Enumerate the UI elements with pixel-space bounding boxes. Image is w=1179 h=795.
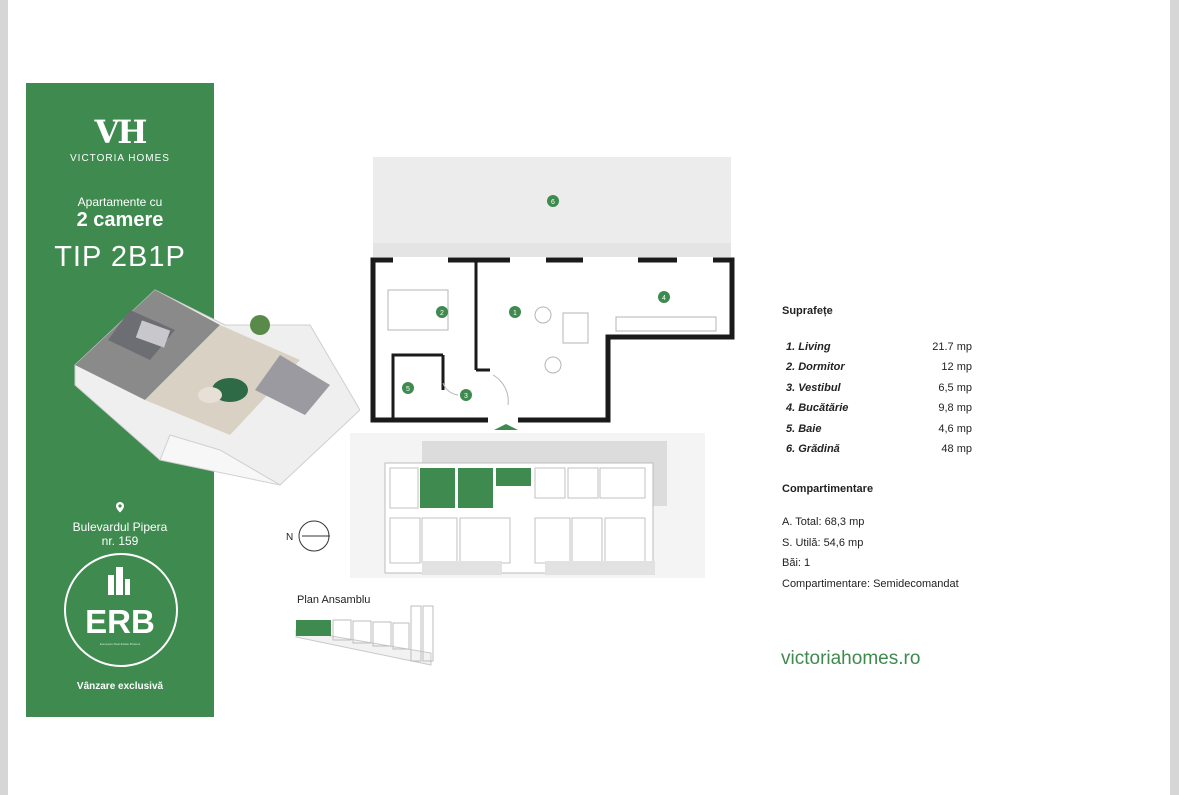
room-marker-5: 5 (406, 386, 410, 393)
room-row: 1. Living 21.7 mp (786, 341, 972, 355)
room-area: 6,5 mp (938, 382, 972, 394)
agency-tagline: European Real Estate Brokers (99, 642, 141, 646)
room-name: 3. Vestibul (786, 382, 841, 394)
room-name: 4. Bucătărie (786, 402, 849, 414)
room-marker-4: 4 (662, 295, 666, 302)
room-area: 9,8 mp (938, 402, 972, 414)
room-marker-3: 3 (464, 393, 468, 400)
layout-type: Compartimentare: Semidecomandat (782, 578, 959, 590)
address-line2: nr. 159 (101, 534, 139, 548)
compass-label: N (286, 532, 293, 543)
site-plan (350, 433, 705, 578)
room-name: 1. Living (786, 341, 831, 353)
room-area: 4,6 mp (938, 423, 972, 435)
bathrooms-count: Băi: 1 (782, 557, 811, 569)
room-name: 5. Baie (786, 423, 822, 435)
usable-area: S. Utilă: 54,6 mp (782, 537, 864, 549)
surfaces-heading: Suprafețe (782, 305, 833, 317)
room-area: 21.7 mp (932, 341, 972, 353)
room-area: 12 mp (941, 361, 972, 373)
room-marker-1: 1 (513, 310, 517, 317)
location-pin-icon (116, 502, 124, 513)
agency-logo-text: ERB (85, 603, 155, 640)
compartment-heading: Compartimentare (782, 483, 874, 495)
north-compass-icon: N (286, 520, 330, 552)
ensemble-plan-label: Plan Ansamblu (297, 594, 371, 606)
room-area: 48 mp (941, 443, 972, 455)
title-line2: 2 camere (76, 209, 164, 231)
room-marker-6: 6 (551, 199, 555, 206)
title-line1: Apartamente cu (77, 195, 163, 209)
address-line1: Bulevardul Pipera (72, 520, 168, 534)
room-row: 3. Vestibul 6,5 mp (786, 382, 972, 396)
ensemble-plan (295, 605, 434, 666)
apartment-type: TIP 2B1P (54, 241, 186, 273)
room-name: 6. Grădină (786, 443, 840, 455)
room-name: 2. Dormitor (786, 361, 845, 373)
room-row: 6. Grădină 48 mp (786, 443, 972, 457)
floor-plan: 1 2 3 4 5 6 (370, 157, 735, 430)
room-row: 4. Bucătărie 9,8 mp (786, 402, 972, 416)
room-row: 5. Baie 4,6 mp (786, 423, 972, 437)
erb-logo-ring (64, 553, 178, 667)
website-link[interactable]: victoriahomes.ro (781, 648, 921, 669)
victoria-homes-logo: VH (94, 113, 147, 151)
room-marker-2: 2 (440, 310, 444, 317)
room-row: 2. Dormitor 12 mp (786, 361, 972, 375)
apartment-3d-render (74, 289, 360, 486)
exclusive-sale-label: Vânzare exclusivă (76, 681, 164, 692)
total-area: A. Total: 68,3 mp (782, 516, 865, 528)
brand-name: VICTORIA HOMES (70, 153, 170, 164)
